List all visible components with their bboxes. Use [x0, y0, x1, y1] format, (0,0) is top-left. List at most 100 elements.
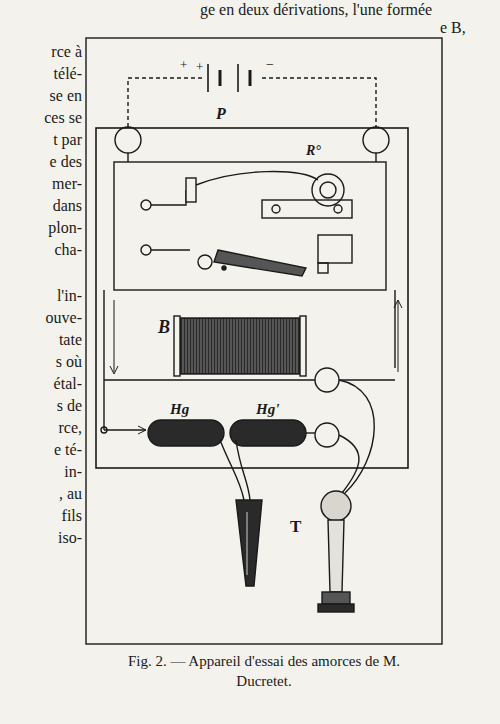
body-text-fragment: e té- [54, 442, 82, 458]
winding [231, 319, 232, 373]
coil-flange [300, 316, 306, 376]
body-text-fragment: , au [59, 486, 82, 502]
winding [213, 319, 214, 373]
terminal [315, 423, 339, 447]
winding [207, 319, 208, 373]
terminal [363, 127, 389, 153]
coil [180, 318, 300, 374]
figure-frame [86, 38, 442, 644]
winding [261, 319, 262, 373]
body-text-fragment: mer- [52, 176, 82, 192]
winding [210, 319, 211, 373]
relay-contact [141, 172, 318, 210]
body-text-fragment: dans [53, 198, 82, 214]
winding [252, 319, 253, 373]
base-board [96, 128, 408, 468]
body-text-fragment: ces se [44, 110, 82, 126]
body-text-fragment: in- [64, 464, 82, 480]
body-text-fragment: étal- [54, 376, 82, 392]
part-label: Hg [170, 402, 189, 417]
winding [270, 319, 271, 373]
body-text-fragment: ge en deux dérivations, l'une formée [200, 2, 432, 18]
body-text-fragment: rce à [51, 44, 82, 60]
winding [282, 319, 283, 373]
current-arrow [138, 426, 146, 434]
mercury-cup [148, 420, 224, 446]
body-text-fragment: s où [56, 354, 82, 370]
terminal [315, 368, 339, 392]
winding [222, 319, 223, 373]
mercury-cup [230, 420, 306, 446]
winding [288, 319, 289, 373]
winding [264, 319, 265, 373]
part-label: + [180, 58, 187, 71]
winding [249, 319, 250, 373]
winding [279, 319, 280, 373]
winding [258, 319, 259, 373]
winding [240, 319, 241, 373]
part-label: − [266, 58, 274, 72]
figure-caption: Fig. 2. — Appareil d'essai des amorces d… [114, 652, 414, 691]
body-text-fragment: s de [57, 398, 82, 414]
winding [225, 319, 226, 373]
winding [186, 319, 187, 373]
relay-regulator [262, 174, 352, 273]
part-label: P [216, 106, 226, 122]
part-label: B [158, 318, 170, 336]
winding [204, 319, 205, 373]
coil-windings [183, 319, 297, 373]
body-text-fragment: plon- [48, 220, 82, 236]
body-text-fragment: se en [50, 88, 82, 104]
winding [246, 319, 247, 373]
battery-symbol [208, 64, 250, 92]
body-text-fragment: fils [62, 508, 82, 524]
circuit-wire [104, 290, 395, 430]
winding [192, 319, 193, 373]
winding [216, 319, 217, 373]
coil-flange [174, 316, 180, 376]
telephone [318, 491, 354, 612]
winding [285, 319, 286, 373]
body-text-fragment: iso- [58, 530, 82, 546]
winding [255, 319, 256, 373]
telephone-cord [339, 380, 374, 493]
circuit-wire [104, 429, 146, 430]
winding [228, 319, 229, 373]
body-text-fragment: ouve- [46, 310, 82, 326]
winding [273, 319, 274, 373]
winding [243, 319, 244, 373]
body-text-fragment: télé- [54, 66, 82, 82]
winding [234, 319, 235, 373]
winding [195, 319, 196, 373]
part-label: Hg' [256, 402, 279, 417]
current-arrow [110, 300, 402, 374]
winding [183, 319, 184, 373]
terminal [115, 127, 141, 153]
junction [101, 427, 107, 433]
detonator [236, 500, 262, 586]
battery-wire [128, 78, 376, 127]
body-text-fragment: rce, [58, 420, 82, 436]
body-text-fragment: e des [50, 154, 82, 170]
winding [276, 319, 277, 373]
detonator-lead [220, 440, 250, 500]
winding [219, 319, 220, 373]
body-text-fragment: cha- [54, 242, 82, 258]
part-label: R° [306, 144, 321, 158]
circuit-wire [306, 432, 315, 433]
winding [201, 319, 202, 373]
winding [237, 319, 238, 373]
relay-lever [141, 245, 306, 276]
winding [294, 319, 295, 373]
body-text-fragment: l'in- [57, 288, 82, 304]
body-text-fragment: t par [53, 132, 82, 148]
winding [267, 319, 268, 373]
winding [189, 319, 190, 373]
part-label: + [196, 60, 203, 73]
winding [198, 319, 199, 373]
body-text-fragment: tate [59, 332, 82, 348]
relay-panel [114, 162, 386, 290]
part-label: T [290, 518, 301, 535]
winding [291, 319, 292, 373]
body-text-fragment: e B, [440, 20, 466, 36]
